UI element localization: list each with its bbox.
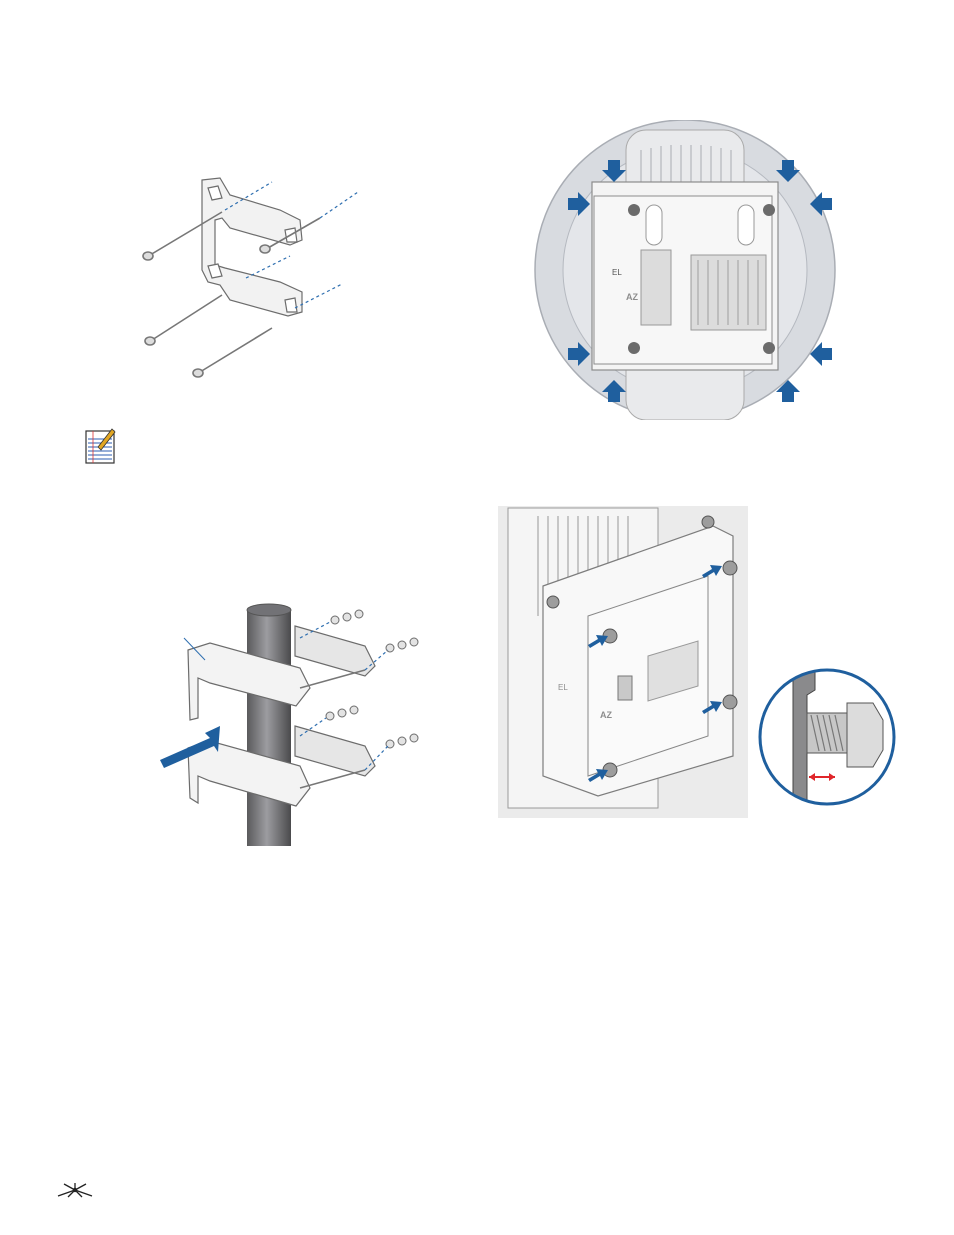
bracket-illustration: AZ EL xyxy=(498,506,748,818)
bracket-el-label: EL xyxy=(558,683,568,692)
note-pad-icon xyxy=(84,427,118,465)
bracket-az-label: AZ xyxy=(600,710,612,720)
el-label: EL xyxy=(612,268,622,277)
pole-mount-illustration xyxy=(150,598,440,848)
nut-gap-detail xyxy=(755,665,900,810)
ubiquiti-logo-icon xyxy=(56,1182,94,1198)
wall-mount-illustration xyxy=(130,170,360,385)
az-label: AZ xyxy=(626,292,638,302)
dish-rear-illustration: EL AZ xyxy=(526,120,844,420)
